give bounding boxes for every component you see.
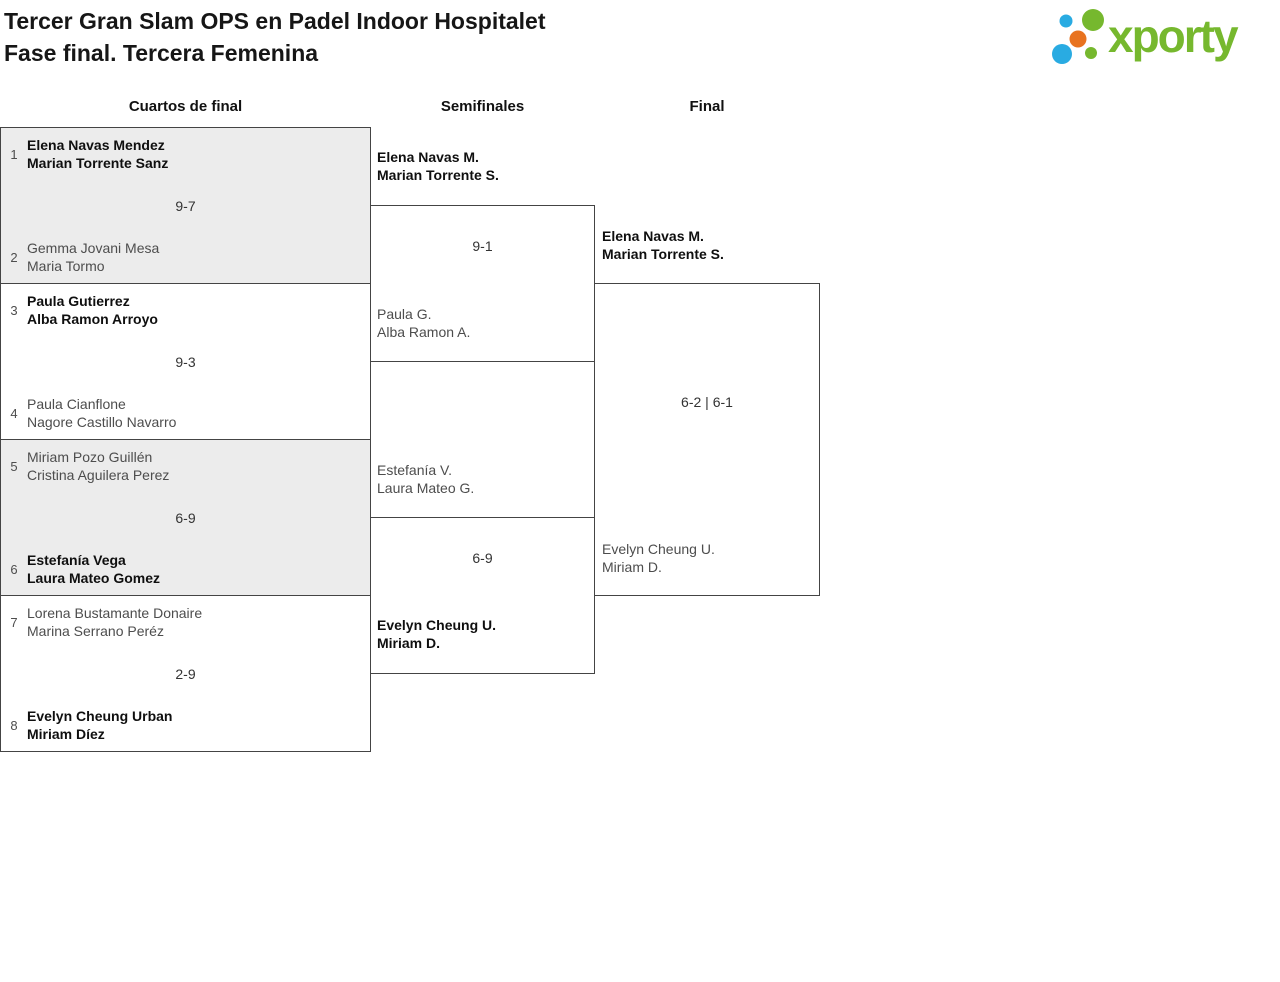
team-names: Gemma Jovani Mesa Maria Tormo <box>27 240 160 274</box>
seed-number: 8 <box>10 717 18 733</box>
team-names: Lorena Bustamante Donaire Marina Serrano… <box>27 605 203 639</box>
match-score: 9-7 <box>175 197 196 214</box>
match-box-qf1[interactable]: 1 Elena Navas Mendez Marian Torrente San… <box>0 127 371 284</box>
team-entry: 7 Lorena Bustamante Donaire Marina Serra… <box>1 604 202 640</box>
logo-dots-icon <box>1052 9 1104 64</box>
seed-number: 3 <box>10 302 18 318</box>
team-names: Evelyn Cheung U. Miriam D. <box>602 541 715 575</box>
round-header-final: Final <box>689 98 725 115</box>
match-score: 6-2 | 6-1 <box>681 394 733 410</box>
team-entry: 3 Paula Gutierrez Alba Ramon Arroyo <box>1 292 158 328</box>
match-score: 9-1 <box>472 238 493 254</box>
match-box-qf3[interactable]: 5 Miriam Pozo Guillén Cristina Aguilera … <box>0 439 371 596</box>
seed-number: 2 <box>10 249 18 265</box>
seed-number: 5 <box>10 458 18 474</box>
seed-number: 1 <box>10 146 18 162</box>
team-entry: 5 Miriam Pozo Guillén Cristina Aguilera … <box>1 448 169 484</box>
page-title: Tercer Gran Slam OPS en Padel Indoor Hos… <box>4 5 546 69</box>
team-entry: 4 Paula Cianflone Nagore Castillo Navarr… <box>1 395 176 431</box>
match-score: 9-3 <box>175 353 196 370</box>
match-score: 2-9 <box>175 665 196 682</box>
match-box-qf4[interactable]: 7 Lorena Bustamante Donaire Marina Serra… <box>0 595 371 752</box>
team-names: Miriam Pozo Guillén Cristina Aguilera Pe… <box>27 449 170 483</box>
page-title-line1: Tercer Gran Slam OPS en Padel Indoor Hos… <box>4 8 546 34</box>
team-names: Elena Navas M. Marian Torrente S. <box>602 228 724 262</box>
team-names: Elena Navas M. Marian Torrente S. <box>377 149 499 183</box>
logo-wordmark: xporty <box>1108 10 1239 62</box>
seed-number: 4 <box>10 405 18 421</box>
page-title-line2: Fase final. Tercera Femenina <box>4 40 319 66</box>
team-entry: 8 Evelyn Cheung Urban Miriam Díez <box>1 707 172 743</box>
team-entry: 1 Elena Navas Mendez Marian Torrente San… <box>1 136 168 172</box>
match-box-final[interactable]: 6-2 | 6-1 <box>594 283 820 596</box>
team-entry: 2 Gemma Jovani Mesa Maria Tormo <box>1 239 159 275</box>
match-box-qf2[interactable]: 3 Paula Gutierrez Alba Ramon Arroyo 9-3 … <box>0 283 371 440</box>
round-header-quarterfinals: Cuartos de final <box>128 98 243 115</box>
team-names: Paula Gutierrez Alba Ramon Arroyo <box>27 293 158 327</box>
team-names: Paula Cianflone Nagore Castillo Navarro <box>27 396 177 430</box>
seed-number: 7 <box>10 614 18 630</box>
seed-number: 6 <box>10 561 18 577</box>
team-names: Evelyn Cheung U. Miriam D. <box>377 617 497 651</box>
team-names: Evelyn Cheung Urban Miriam Díez <box>27 708 173 742</box>
match-score: 6-9 <box>175 509 196 526</box>
match-score: 6-9 <box>472 550 493 566</box>
team-names: Paula G. Alba Ramon A. <box>377 306 471 340</box>
team-names: Estefanía V. Laura Mateo G. <box>377 462 475 496</box>
round-header-semifinals: Semifinales <box>440 98 525 115</box>
team-entry: 6 Estefanía Vega Laura Mateo Gomez <box>1 551 160 587</box>
team-names: Estefanía Vega Laura Mateo Gomez <box>27 552 161 586</box>
team-names: Elena Navas Mendez Marian Torrente Sanz <box>27 137 169 171</box>
